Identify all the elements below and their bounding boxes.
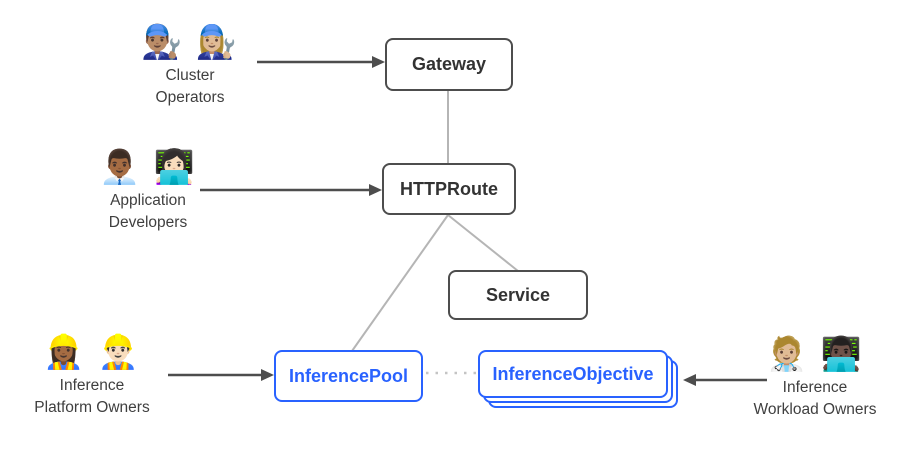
persona-application-developers-label: Application Developers [108,192,188,232]
node-service: Service [448,270,588,320]
node-inference-objective-label: InferenceObjective [492,363,654,384]
edge-httproute-service [447,214,519,272]
node-gateway: Gateway [385,38,513,91]
node-service-label: Service [485,284,551,305]
persona-inference-workload-owners-label: Inference Workload Owners [753,379,877,419]
edge-httproute-inferencepool [351,214,449,352]
arrowhead-inferenceobjective [683,374,696,386]
persona-inference-workload-owners: 🧑🏼‍⚕️ 👨🏿‍💻 Inference Workload Owners [730,332,900,422]
workload-owners-emoji-icon: 🧑🏼‍⚕️ 👨🏿‍💻 [766,335,864,372]
node-httproute-label: HTTPRoute [400,178,498,199]
arrowhead-gateway [372,56,385,68]
node-inference-pool: InferencePool [274,350,423,402]
mechanics-emoji-icon: 👨🏽‍🔧 👩🏼‍🔧 [141,23,239,60]
construction-workers-emoji-icon: 👷🏾‍♀️ 👷🏻‍♂️ [43,333,141,370]
persona-inference-platform-owners: 👷🏾‍♀️ 👷🏻‍♂️ Inference Platform Owners [7,330,177,420]
developers-emoji-icon: 👨🏾‍💼 👩🏻‍💻 [99,148,197,185]
arrowhead-inferencepool [261,369,274,381]
persona-cluster-operators: 👨🏽‍🔧 👩🏼‍🔧 Cluster Operators [105,20,275,110]
persona-cluster-operators-label: Cluster Operators [155,67,225,107]
persona-application-developers: 👨🏾‍💼 👩🏻‍💻 Application Developers [63,145,233,235]
node-httproute: HTTPRoute [382,163,516,215]
node-inference-pool-label: InferencePool [288,365,409,386]
node-inference-objective: InferenceObjective [478,350,668,398]
persona-inference-platform-owners-label: Inference Platform Owners [34,377,150,417]
node-gateway-label: Gateway [411,54,487,74]
arrowhead-httproute [369,184,382,196]
